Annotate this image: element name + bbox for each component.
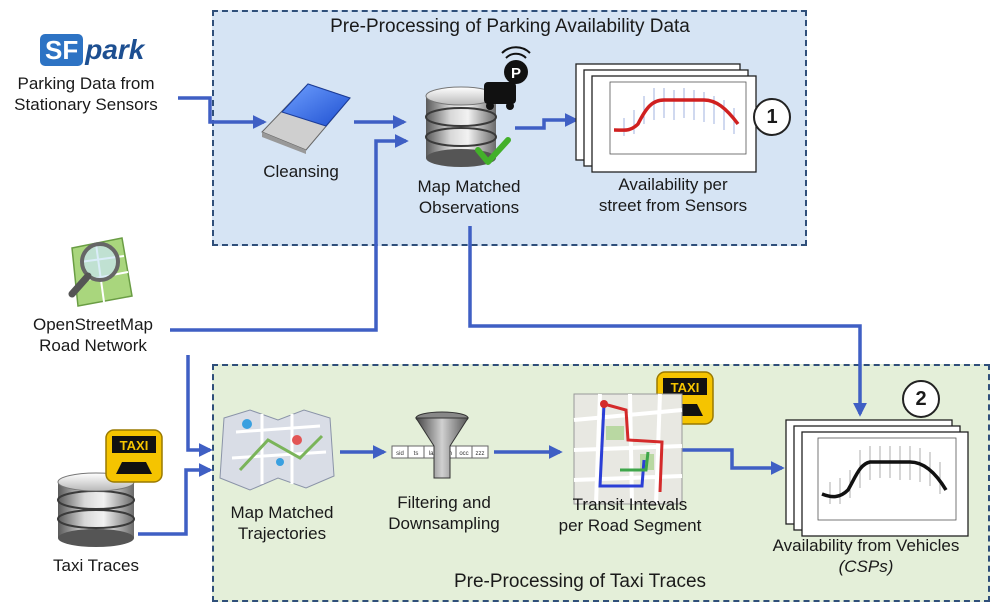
- taxi-database-icon: [57, 472, 135, 547]
- filtering-label-line: Filtering and: [397, 493, 491, 512]
- arrow-sfpark-to-cleansing: [178, 96, 267, 129]
- availability-vehicles-label: Availability from Vehicles (CSPs): [752, 535, 980, 577]
- funnel-icon: [415, 411, 469, 479]
- openstreetmap-icon: [68, 237, 133, 307]
- taxi-traces-label: Taxi Traces: [53, 556, 139, 575]
- database-icon: [425, 86, 497, 167]
- arrow-osm-to-database: [170, 134, 409, 332]
- sfpark-label: Parking Data from Stationary Sensors: [0, 73, 172, 115]
- taxi-badge-text: TAXI: [671, 380, 700, 395]
- osm-label-line: OpenStreetMap: [32, 315, 153, 334]
- transit-intervals-line: per Road Segment: [558, 516, 702, 535]
- step-number-badge: 2: [902, 380, 940, 418]
- street-map-icon: [573, 393, 683, 505]
- transit-intervals-line: Transit Intevals: [572, 495, 688, 514]
- arrow-map-to-vehicle-chart: [680, 448, 785, 475]
- trajectories-label-line: Map Matched: [230, 503, 334, 522]
- openstreetmap-label: OpenStreetMap Road Network: [18, 314, 168, 356]
- arrow-database-to-sensor-chart: [515, 113, 579, 130]
- flow-arrows: [138, 96, 867, 536]
- map-matched-trajectories-label: Map Matched Trajectories: [212, 502, 352, 544]
- folded-map-icon: [219, 409, 335, 491]
- sfpark-logo-park: park: [85, 34, 145, 65]
- sensor-group-title: Pre-Processing of Parking Availability D…: [330, 16, 690, 37]
- transit-intervals-label: Transit Intevals per Road Segment: [542, 494, 718, 536]
- vehicle-availability-chart: [785, 419, 969, 537]
- parking-sensor-icon: [484, 46, 531, 110]
- sensor-availability-chart: [575, 63, 757, 173]
- map-matched-observations-label: Map Matched Observations: [394, 176, 544, 218]
- filter-table-cell: sid: [396, 451, 404, 457]
- taxi-badge-text: TAXI: [120, 438, 149, 453]
- taxi-icon: [105, 429, 163, 483]
- eraser-icon: [261, 83, 351, 154]
- sfpark-logo: SF park: [40, 34, 144, 66]
- arrow-taxi-to-trajectories: [138, 463, 213, 536]
- sfpark-label-line: Stationary Sensors: [14, 95, 158, 114]
- cleansing-label: Cleansing: [263, 162, 339, 181]
- step-number-badge: 1: [753, 98, 791, 136]
- availability-sensors-line: street from Sensors: [598, 196, 748, 215]
- filtering-label-line: Downsampling: [388, 514, 500, 533]
- filter-table-cell: occ: [459, 451, 468, 457]
- taxi-group-title: Pre-Processing of Taxi Traces: [453, 571, 707, 592]
- filter-table-cell: ts: [414, 451, 419, 457]
- arrow-osm-to-trajectories: [186, 355, 213, 457]
- availability-sensors-line: Availability per: [618, 175, 728, 194]
- availability-vehicles-line: Availability from Vehicles: [772, 536, 960, 555]
- availability-vehicles-line: (CSPs): [838, 557, 894, 576]
- arrow-database-to-vehicle-chart: [468, 226, 867, 417]
- checkmark-icon: [475, 137, 511, 165]
- filter-table-cell: zzz: [476, 451, 485, 457]
- filter-table-cell: lat: [429, 451, 436, 457]
- parking-letter: P: [511, 65, 521, 82]
- filtering-label: Filtering and Downsampling: [384, 492, 504, 534]
- osm-label-line: Road Network: [39, 336, 147, 355]
- trajectories-label-line: Trajectories: [237, 524, 327, 543]
- observations-label-line: Observations: [418, 198, 520, 217]
- sfpark-label-line: Parking Data from: [17, 74, 155, 93]
- availability-sensors-label: Availability per street from Sensors: [578, 174, 768, 216]
- sfpark-logo-sf: SF: [40, 34, 84, 66]
- observations-label-line: Map Matched: [417, 177, 521, 196]
